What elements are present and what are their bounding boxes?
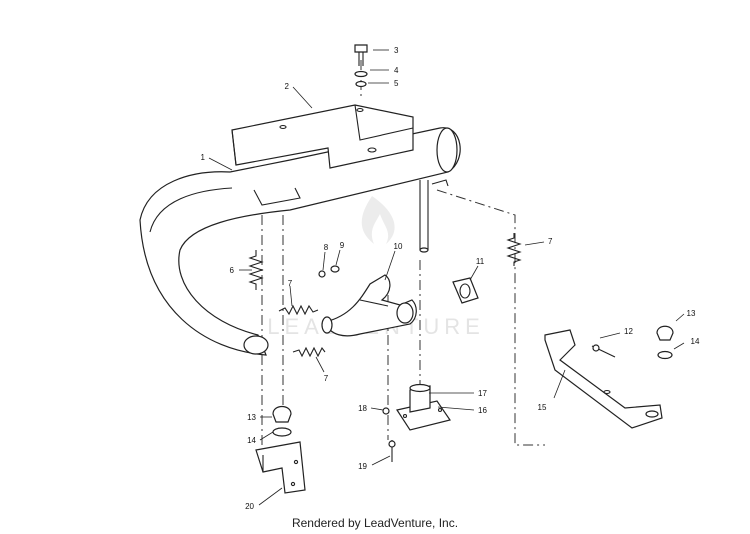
callout-4: 4	[394, 66, 399, 75]
muffler	[139, 127, 461, 356]
callout-8: 8	[324, 243, 329, 252]
callout-6: 6	[230, 266, 235, 275]
callout-7b: 7	[324, 374, 329, 383]
callout-1: 1	[201, 153, 206, 162]
bumper-left	[272, 405, 292, 437]
callout-7c: 7	[548, 237, 553, 246]
heat-shield	[231, 104, 414, 169]
y-pipe	[321, 274, 417, 337]
callout-9: 9	[340, 241, 345, 250]
callout-2: 2	[285, 82, 290, 91]
small-fasteners	[318, 265, 616, 462]
callout-14-left: 14	[247, 436, 256, 445]
callout-12: 12	[624, 327, 633, 336]
bracket-20	[255, 441, 306, 494]
springs	[248, 233, 522, 358]
callout-14-right: 14	[691, 337, 700, 346]
callout-3: 3	[394, 46, 399, 55]
callout-11: 11	[476, 257, 485, 266]
callout-5: 5	[394, 79, 399, 88]
callout-numbers: 1 2 3 4 5 6 7 7 7 8 9 10 11 12 13 14 15 …	[201, 46, 700, 511]
footer-credit: Rendered by LeadVenture, Inc.	[291, 516, 459, 530]
callout-19: 19	[358, 462, 367, 471]
leader-lines	[208, 49, 685, 506]
shield-bolt-stack	[354, 44, 368, 88]
callout-10: 10	[394, 242, 403, 251]
mount-plate	[396, 383, 451, 431]
bumper-right	[656, 325, 674, 360]
callout-18: 18	[358, 404, 367, 413]
callout-16: 16	[478, 406, 487, 415]
callout-7a: 7	[288, 279, 293, 288]
callout-13-right: 13	[687, 309, 696, 318]
gasket	[452, 277, 479, 304]
callout-15: 15	[538, 403, 547, 412]
bracket-15	[544, 329, 663, 429]
callout-20: 20	[245, 502, 254, 511]
callout-17: 17	[478, 389, 487, 398]
callout-13-left: 13	[247, 413, 256, 422]
